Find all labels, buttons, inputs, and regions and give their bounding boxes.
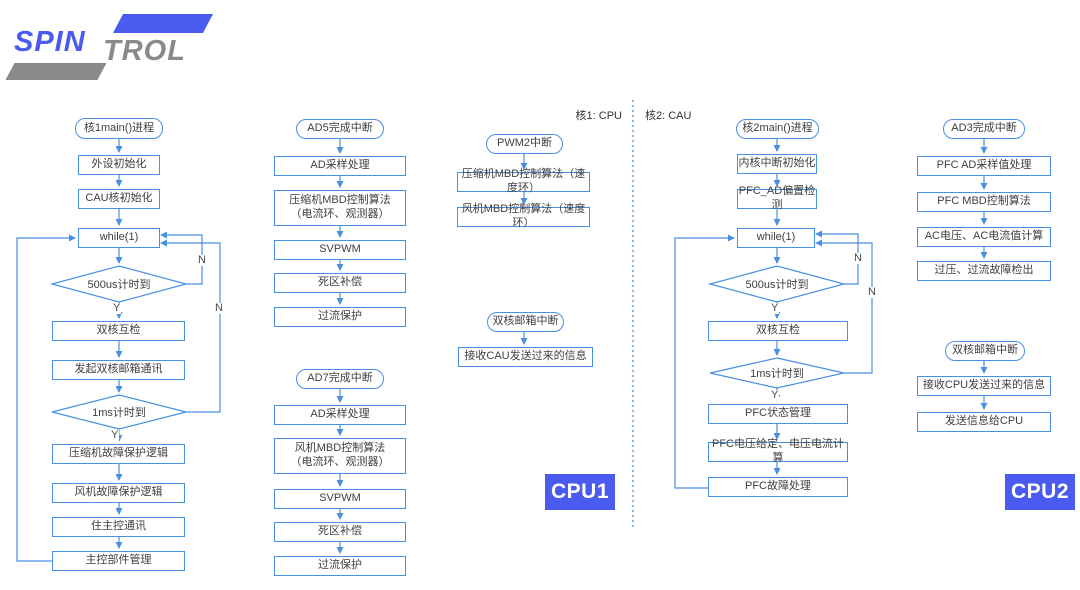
decision-core1-500us-timer: 500us计时到 <box>87 279 151 291</box>
node-receive-cpu-info: 接收CPU发送过来的信息 <box>917 376 1051 396</box>
node-main-controller-comm: 住主控通讯 <box>52 517 185 537</box>
edge-label-no: N <box>197 254 207 266</box>
edge-label-no: N <box>214 302 224 314</box>
spintrol-logo: SPIN TROL <box>0 0 230 90</box>
node-main-controller-parts-mgmt: 主控部件管理 <box>52 551 185 571</box>
logo-text-spin: SPIN <box>14 26 86 58</box>
node-core2-while-loop: while(1) <box>737 228 815 248</box>
node-core1-dual-core-check: 双核互检 <box>52 321 185 341</box>
node-pfc-voltage-current-calc: PFC电压给定、电压电流计算 <box>708 438 848 464</box>
node-fan-mbd-current-loop: 风机MBD控制算法 （电流环、观测器） <box>274 438 406 474</box>
node-ad5-sampling: AD采样处理 <box>274 156 406 176</box>
node-core2-main-start: 核2main()进程 <box>736 119 819 139</box>
node-over-voltage-current-detect: 过压、过流故障检出 <box>917 261 1051 281</box>
node-ad7-svpwm: SVPWM <box>274 489 406 509</box>
node-pfc-ad-offset-detect: PFC_AD偏置检测 <box>737 185 817 211</box>
node-cpu-mailbox-interrupt-start: 双核邮箱中断 <box>487 312 564 332</box>
node-peripheral-init: 外设初始化 <box>78 155 160 175</box>
node-pfc-state-mgmt: PFC状态管理 <box>708 404 848 424</box>
cpu1-badge: CPU1 <box>545 474 615 510</box>
node-ad7-interrupt-start: AD7完成中断 <box>296 369 384 389</box>
node-start-mailbox-comm: 发起双核邮箱通讯 <box>52 360 185 380</box>
node-send-info-to-cpu: 发送信息给CPU <box>917 412 1051 432</box>
node-ad7-deadzone-comp: 死区补偿 <box>274 522 406 542</box>
node-receive-cau-info: 接收CAU发送过来的信息 <box>458 347 593 367</box>
edge-label-yes: Y <box>770 389 780 401</box>
edge-label-yes: Y <box>112 302 122 314</box>
node-cau-mailbox-interrupt-start: 双核邮箱中断 <box>945 341 1025 361</box>
node-ad5-overcurrent-protect: 过流保护 <box>274 307 406 327</box>
node-pwm2-interrupt-start: PWM2中断 <box>486 134 563 154</box>
node-core2-dual-core-check: 双核互检 <box>708 321 848 341</box>
node-ac-voltage-current-calc: AC电压、AC电流值计算 <box>917 227 1051 247</box>
node-pfc-ad-sample-processing: PFC AD采样值处理 <box>917 156 1051 176</box>
node-cau-core-init: CAU核初始化 <box>78 189 160 209</box>
edge-label-no: N <box>853 252 863 264</box>
node-ad5-deadzone-comp: 死区补偿 <box>274 273 406 293</box>
node-compressor-mbd-current-loop: 压缩机MBD控制算法 （电流环、观测器） <box>274 190 406 226</box>
node-kernel-interrupt-init: 内核中断初始化 <box>737 154 817 174</box>
node-core1-main-start: 核1main()进程 <box>75 118 163 139</box>
node-ad5-svpwm: SVPWM <box>274 240 406 260</box>
decision-diamonds <box>49 265 847 430</box>
decision-core2-500us-timer: 500us计时到 <box>745 279 809 291</box>
node-fan-mbd-speed-loop: 风机MBD控制算法（速度环） <box>457 203 590 229</box>
logo-gray-parallelogram <box>5 63 107 80</box>
node-ad7-overcurrent-protect: 过流保护 <box>274 556 406 576</box>
decision-core1-1ms-timer: 1ms计时到 <box>92 407 146 419</box>
node-ad3-interrupt-start: AD3完成中断 <box>943 119 1025 139</box>
node-compressor-mbd-speed-loop: 压缩机MBD控制算法（速度环） <box>457 168 590 194</box>
node-compressor-fault-protect: 压缩机故障保护逻辑 <box>52 444 185 464</box>
edge-label-yes: Y <box>110 429 120 441</box>
node-core1-while-loop: while(1) <box>78 228 160 248</box>
cpu2-badge: CPU2 <box>1005 474 1075 510</box>
region-label-core2-cau: 核2: CAU <box>645 110 692 122</box>
node-pfc-fault-handling: PFC故障处理 <box>708 477 848 497</box>
node-fan-fault-protect: 风机故障保护逻辑 <box>52 483 185 503</box>
logo-text-trol: TROL <box>103 35 186 67</box>
decision-core2-1ms-timer: 1ms计时到 <box>750 368 804 380</box>
node-ad7-sampling: AD采样处理 <box>274 405 406 425</box>
edge-label-no: N <box>867 286 877 298</box>
region-label-core1-cpu: 核1: CPU <box>575 110 622 122</box>
edge-label-yes: Y <box>770 302 780 314</box>
node-ad5-interrupt-start: AD5完成中断 <box>296 119 384 139</box>
node-pfc-mbd-control: PFC MBD控制算法 <box>917 192 1051 212</box>
logo-blue-parallelogram <box>112 14 214 33</box>
